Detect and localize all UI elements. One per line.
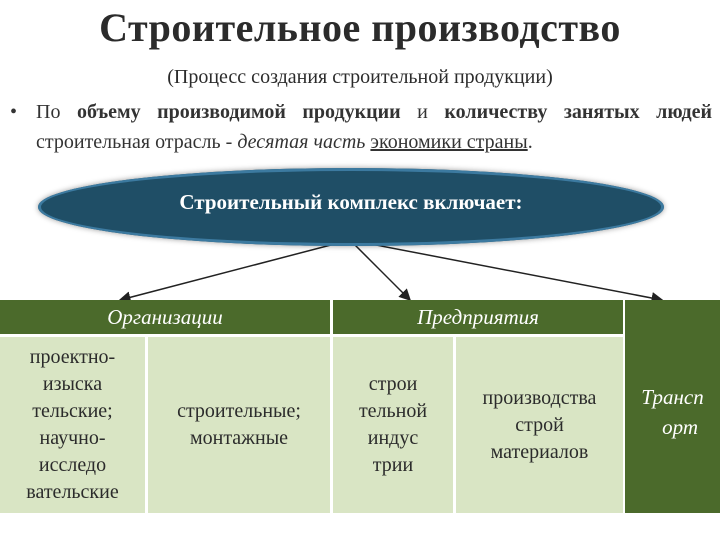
header-organizations: Организации	[0, 300, 330, 334]
cell-line: тельной	[358, 400, 428, 422]
cell-construction-industry: строи тельной индус трии	[333, 337, 453, 513]
bullet-text-part: строительная отрасль -	[36, 131, 238, 153]
arrow-to-enterprises	[349, 239, 412, 302]
arrow-to-transport	[349, 239, 664, 304]
cell-line: трии	[372, 454, 414, 476]
cell-line: вательские	[26, 481, 119, 503]
transport-lines: Трансп орт	[625, 300, 720, 442]
cell-line: монтажные	[189, 427, 289, 449]
bullet-text-part: По	[36, 101, 77, 123]
cell-line: строительные;	[177, 400, 301, 422]
cell-transport: Трансп орт	[625, 300, 720, 513]
transport-line: орт	[662, 415, 698, 439]
cell-industry-lines: строи тельной индус трии	[359, 371, 427, 479]
ellipse-label: Строительный комплекс включает:	[179, 190, 523, 214]
cell-construction-lines: строительные; монтажные	[177, 398, 301, 452]
cell-line: изыска	[42, 373, 103, 395]
cell-design-research: проектно- изыска тельские; научно- иссле…	[0, 337, 145, 513]
cell-line: исследо	[38, 454, 107, 476]
bullet-text-part: и	[400, 101, 445, 123]
cell-materials-lines: производства строй материалов	[483, 385, 597, 466]
cell-line: научно-	[39, 427, 106, 449]
cell-building-materials: производства строй материалов	[456, 337, 623, 513]
cell-line: производства	[482, 386, 597, 409]
bullet-marker: •	[10, 101, 18, 123]
bullet-text-end: .	[527, 131, 533, 153]
transport-line: Трансп	[641, 385, 704, 409]
ellipse-shape	[38, 168, 664, 246]
cell-design-lines: проектно- изыска тельские; научно- иссле…	[26, 344, 118, 506]
bullet-italic-share: десятая часть	[237, 131, 366, 153]
cell-line: проектно-	[29, 346, 116, 368]
cell-line: тельские;	[32, 400, 113, 422]
cell-construction-assembly: строительные; монтажные	[148, 337, 330, 513]
complex-ellipse: Строительный комплекс включает:	[38, 168, 664, 246]
cell-line: индус	[367, 427, 419, 449]
page-subtitle: (Процесс создания строительной продукции…	[167, 66, 553, 88]
cell-line: материалов	[490, 440, 589, 463]
arrow-to-organizations	[118, 239, 351, 304]
page-title: Строительное производство	[99, 5, 621, 50]
bullet-bold-volume: объему производимой продукции	[76, 101, 401, 123]
cell-line: строй	[515, 413, 564, 436]
header-enterprises: Предприятия	[333, 300, 623, 334]
bullet-bold-workers: количеству занятых людей	[444, 101, 713, 123]
bullet-text: По объему производимой продукции и колич…	[36, 97, 712, 157]
cell-line: строи	[368, 373, 418, 395]
bullet-underlined-economy: экономики страны	[370, 131, 528, 153]
